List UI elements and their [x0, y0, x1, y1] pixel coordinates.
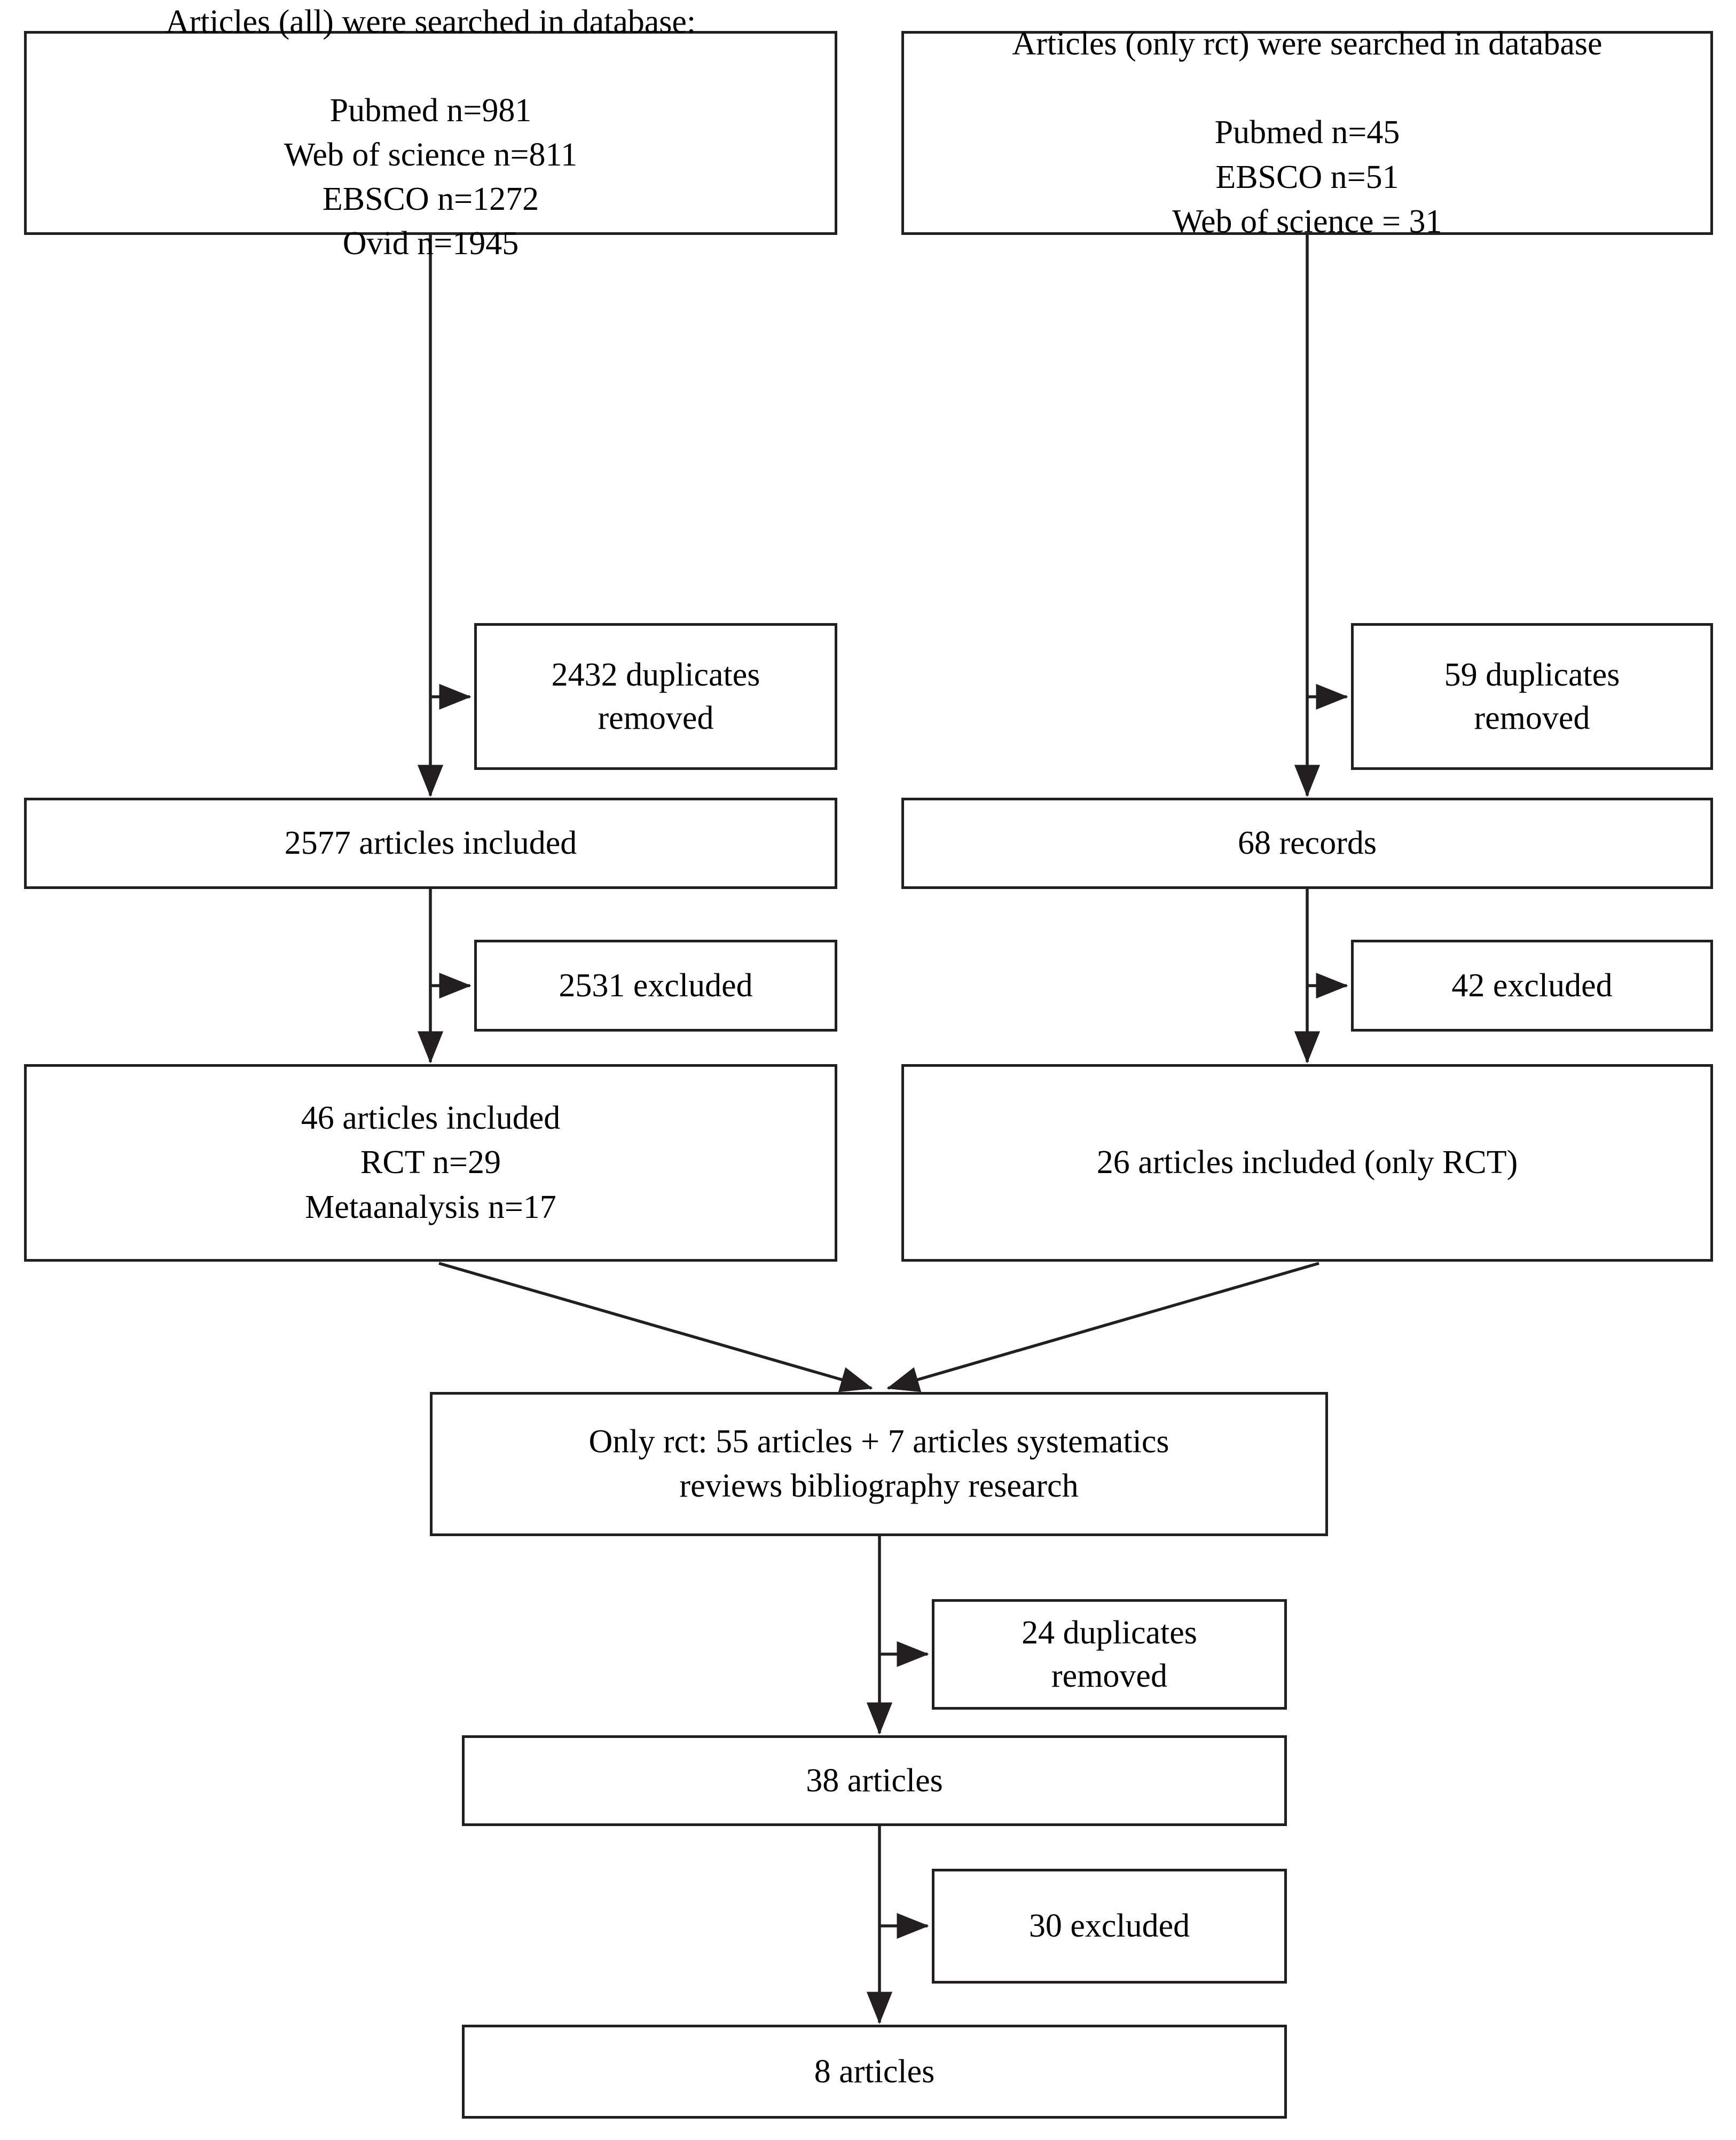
node-excluded-left: 2531 excluded	[474, 940, 837, 1032]
node-duplicates-right: 59 duplicates removed	[1351, 623, 1713, 770]
edge-eligible-left-to-merged	[438, 1262, 873, 1392]
node-eligible-right: 26 articles included (only RCT)	[901, 1064, 1713, 1262]
node-search-all-label: Articles (all) were searched in database…	[165, 3, 696, 262]
node-search-rct-label: Articles (only rct) were searched in dat…	[1012, 26, 1603, 240]
node-excluded-right: 42 excluded	[1351, 940, 1713, 1032]
node-eligible-left: 46 articles included RCT n=29 Metaanalys…	[24, 1064, 837, 1262]
node-merged-label: Only rct: 55 articles + 7 articles syste…	[588, 1423, 1169, 1504]
node-excluded-30: 30 excluded	[932, 1869, 1287, 1984]
node-duplicates-left: 2432 duplicates removed	[474, 623, 837, 770]
node-duplicates-right-label: 59 duplicates removed	[1444, 656, 1620, 736]
node-articles-38: 38 articles	[462, 1735, 1287, 1826]
node-eligible-right-label: 26 articles included (only RCT)	[1096, 1144, 1518, 1181]
node-eligible-left-label: 46 articles included RCT n=29 Metaanalys…	[301, 1100, 561, 1225]
node-excluded-left-label: 2531 excluded	[559, 967, 753, 1004]
node-excluded-right-label: 42 excluded	[1451, 967, 1613, 1004]
node-merged: Only rct: 55 articles + 7 articles syste…	[430, 1392, 1328, 1536]
node-included-left-label: 2577 articles included	[284, 825, 577, 862]
node-included-right: 68 records	[901, 798, 1713, 889]
node-duplicates-left-label: 2432 duplicates removed	[551, 656, 760, 736]
node-search-all: Articles (all) were searched in database…	[24, 4, 837, 262]
edge-eligible-right-to-merged	[886, 1262, 1319, 1392]
node-articles-38-label: 38 articles	[806, 1762, 943, 1799]
node-excluded-30-label: 30 excluded	[1028, 1908, 1190, 1945]
node-articles-8: 8 articles	[462, 2025, 1287, 2119]
node-included-left: 2577 articles included	[24, 798, 837, 889]
node-articles-8-label: 8 articles	[814, 2053, 935, 2090]
node-search-rct: Articles (only rct) were searched in dat…	[901, 26, 1713, 240]
node-included-right-label: 68 records	[1238, 825, 1377, 862]
node-duplicates-merged: 24 duplicates removed	[932, 1599, 1287, 1710]
node-duplicates-merged-label: 24 duplicates removed	[1022, 1614, 1197, 1694]
